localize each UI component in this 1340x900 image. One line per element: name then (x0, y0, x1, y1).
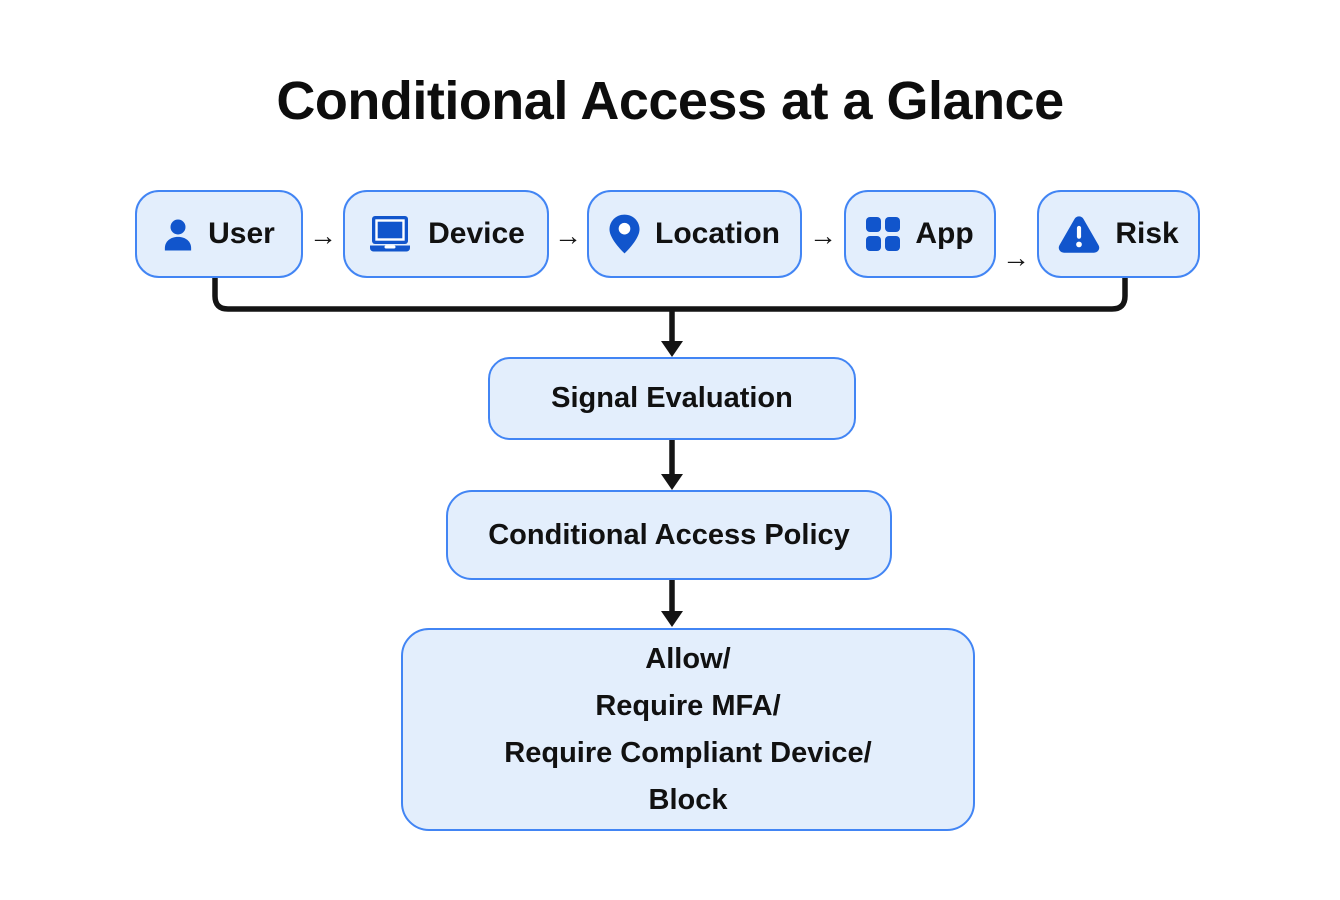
signal-box-app: App (844, 190, 996, 278)
arrow-right-icon: → (309, 220, 337, 251)
signal-label: Device (428, 217, 525, 250)
signal-box-risk: Risk (1037, 190, 1200, 278)
arrow-right-icon: → (809, 220, 837, 251)
user-icon (163, 218, 193, 251)
signal-box-location: Location (587, 190, 802, 278)
outcome-line-allow: Allow/ (645, 642, 731, 675)
signal-label: App (915, 217, 974, 250)
laptop-icon (367, 216, 413, 252)
outcome-line-require-mfa: Require MFA/ (595, 689, 781, 722)
arrow-right-icon: → (1002, 242, 1030, 273)
signal-label: Location (655, 217, 780, 250)
location-pin-icon (609, 214, 640, 254)
signal-box-user: User (135, 190, 303, 278)
signal-label: Risk (1115, 217, 1179, 250)
warning-triangle-icon (1058, 215, 1100, 253)
signal-evaluation-box: Signal Evaluation (488, 357, 856, 440)
outcome-box: Allow/ Require MFA/ Require Compliant De… (401, 628, 975, 831)
signal-box-device: Device (343, 190, 549, 278)
app-grid-icon (866, 217, 901, 251)
conditional-access-policy-label: Conditional Access Policy (488, 518, 850, 551)
signal-label: User (208, 217, 275, 250)
conditional-access-policy-box: Conditional Access Policy (446, 490, 892, 580)
arrow-right-icon: → (554, 220, 582, 251)
page-title: Conditional Access at a Glance (276, 71, 1064, 131)
outcome-line-require-compliant-device: Require Compliant Device/ (504, 736, 872, 769)
signal-evaluation-label: Signal Evaluation (551, 382, 793, 414)
outcome-line-block: Block (648, 783, 728, 816)
